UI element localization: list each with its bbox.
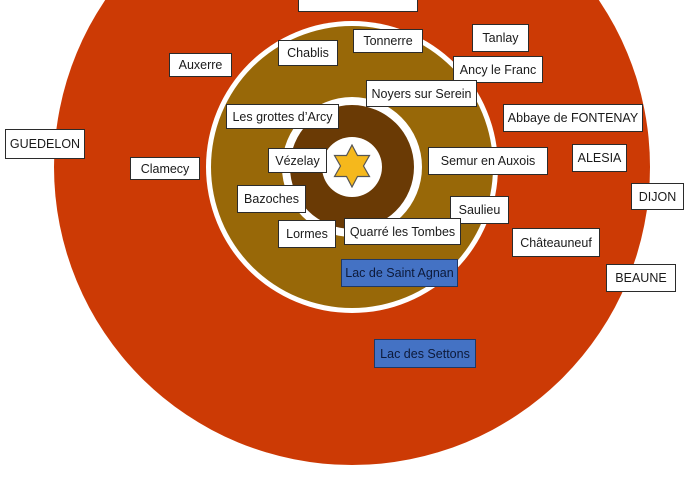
label-chablis: Chablis [278,40,338,66]
star-icon [333,144,371,188]
label-clamecy: Clamecy [130,157,200,180]
label-abbaye-fontenay: Abbaye de FONTENAY [503,104,643,132]
label-lac-saint-agnan: Lac de Saint Agnan [341,259,458,287]
top-label-box [298,0,418,12]
label-tanlay: Tanlay [472,24,529,52]
label-semur-en-auxois: Semur en Auxois [428,147,548,175]
label-beaune: BEAUNE [606,264,676,292]
label-lac-des-settons: Lac des Settons [374,339,476,368]
label-vezelay: Vézelay [268,148,327,173]
label-noyers-sur-serein: Noyers sur Serein [366,80,477,107]
label-quarre-les-tombes: Quarré les Tombes [344,218,461,245]
label-auxerre: Auxerre [169,53,232,77]
label-lormes: Lormes [278,220,336,248]
label-dijon: DIJON [631,183,684,210]
label-alesia: ALESIA [572,144,627,172]
label-bazoches: Bazoches [237,185,306,213]
label-chateauneuf: Châteauneuf [512,228,600,257]
label-guedelon: GUEDELON [5,129,85,159]
label-tonnerre: Tonnerre [353,29,423,53]
label-grottes-arcy: Les grottes d’Arcy [226,104,339,129]
label-ancy-le-franc: Ancy le Franc [453,56,543,83]
